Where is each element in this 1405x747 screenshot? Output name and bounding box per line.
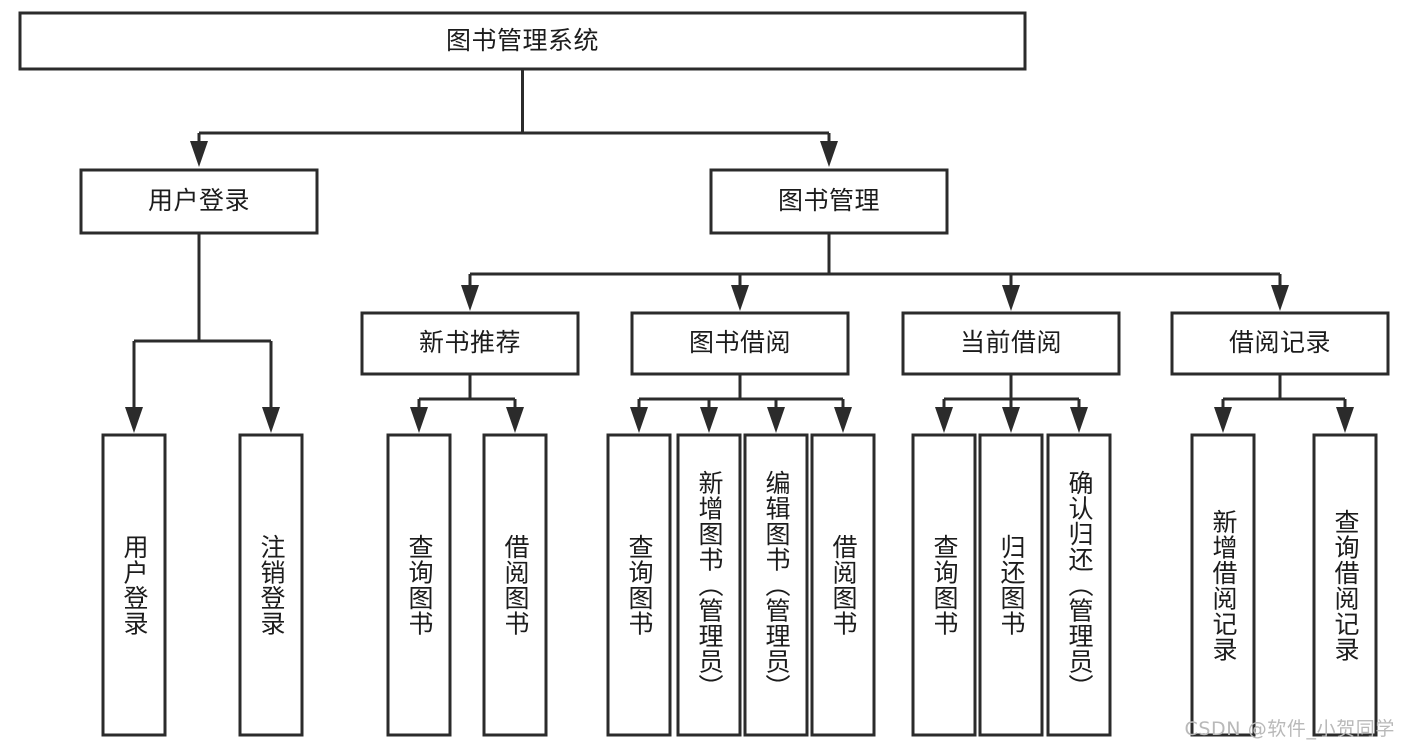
arrowhead-current <box>1002 285 1020 311</box>
arrowhead-leaf-borrow-book-2 <box>834 407 852 433</box>
arrowhead-leaf-return-book <box>1002 407 1020 433</box>
arrowhead-user-login <box>190 141 208 167</box>
arrowhead-borrow <box>731 285 749 311</box>
edge-group-current <box>935 374 1088 433</box>
arrowhead-records <box>1271 285 1289 311</box>
edge-group-borrow <box>630 374 852 433</box>
node-box-book-borrow[interactable] <box>630 311 850 376</box>
leaf-box-confirm-return-admin[interactable] <box>1046 433 1112 737</box>
arrowhead-leaf-query-book-3 <box>935 407 953 433</box>
arrowhead-leaf-borrow-book-1 <box>506 407 524 433</box>
leaf-box-query-book-current[interactable] <box>911 433 977 737</box>
arrowhead-leaf-logout <box>262 407 280 433</box>
arrowhead-book-mgmt <box>820 141 838 167</box>
edge-group-user-login <box>125 233 280 433</box>
leaf-box-return-book[interactable] <box>978 433 1044 737</box>
arrowhead-leaf-query-book-2 <box>630 407 648 433</box>
leaf-box-borrow-book-newbook[interactable] <box>482 433 548 737</box>
node-box-borrow-records[interactable] <box>1170 311 1390 376</box>
edge-group-root <box>190 69 838 167</box>
leaf-box-query-book-newbook[interactable] <box>386 433 452 737</box>
arrowhead-leaf-confirm-return <box>1070 407 1088 433</box>
arrowhead-leaf-edit-book <box>767 407 785 433</box>
node-box-root[interactable] <box>18 11 1027 71</box>
leaf-box-add-borrow-record[interactable] <box>1190 433 1256 737</box>
arrowhead-leaf-add-record <box>1214 407 1232 433</box>
node-box-user-login[interactable] <box>79 168 319 235</box>
edge-group-newbook <box>410 374 524 433</box>
arrowhead-newbook <box>461 285 479 311</box>
leaf-box-edit-book-admin[interactable] <box>743 433 809 737</box>
edge-group-records <box>1214 374 1354 433</box>
node-box-new-book-recommend[interactable] <box>360 311 580 376</box>
leaf-box-logout[interactable] <box>238 433 304 737</box>
leaf-box-borrow-book-borrow[interactable] <box>810 433 876 737</box>
leaf-box-user-login[interactable] <box>101 433 167 737</box>
arrowhead-leaf-query-record <box>1336 407 1354 433</box>
leaf-box-query-book-borrow[interactable] <box>606 433 672 737</box>
edge-group-book-mgmt <box>461 233 1289 311</box>
arrowhead-leaf-user-login <box>125 407 143 433</box>
arrowhead-leaf-add-book <box>700 407 718 433</box>
node-box-current-borrow[interactable] <box>901 311 1121 376</box>
arrowhead-leaf-query-book-1 <box>410 407 428 433</box>
leaf-box-query-borrow-record[interactable] <box>1312 433 1378 737</box>
leaf-box-add-book-admin[interactable] <box>676 433 742 737</box>
node-box-book-management[interactable] <box>709 168 949 235</box>
